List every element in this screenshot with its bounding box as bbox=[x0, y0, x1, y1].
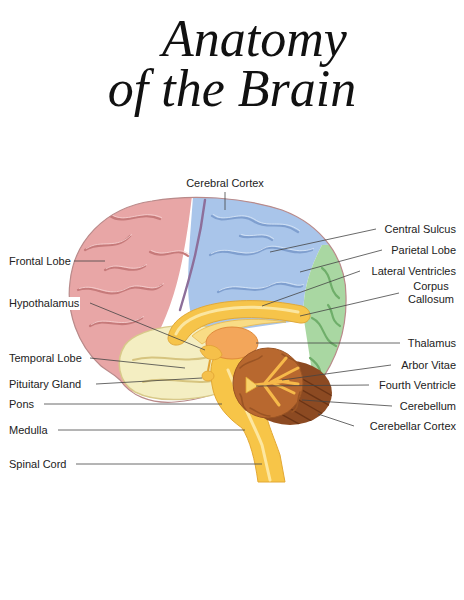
leader-line bbox=[262, 271, 360, 306]
part-label: Cerebellum bbox=[399, 400, 457, 413]
leader-line bbox=[44, 404, 222, 405]
pituitary-stalk bbox=[208, 360, 210, 371]
part-label: Arbor Vitae bbox=[400, 359, 457, 372]
part-label: Spinal Cord bbox=[8, 458, 67, 471]
parietal-gyri bbox=[210, 216, 312, 292]
leader-line bbox=[282, 365, 391, 380]
part-label: Cerebral Cortex bbox=[185, 177, 265, 190]
leader-line bbox=[74, 261, 105, 262]
fourth-ventricle-shape bbox=[246, 377, 258, 393]
part-label: Fourth Ventricle bbox=[378, 379, 457, 392]
cerebrum bbox=[0, 0, 460, 420]
arbor-vitae-branches bbox=[255, 358, 298, 405]
occipital-gyri bbox=[310, 268, 340, 382]
part-label: Hypothalamus bbox=[8, 297, 80, 310]
parietal-gyri-highlight bbox=[212, 215, 314, 291]
part-label: Parietal Lobe bbox=[390, 244, 457, 257]
part-label: Pituitary Gland bbox=[8, 378, 82, 391]
pituitary-shape bbox=[202, 371, 214, 381]
part-label: Cerebellar Cortex bbox=[369, 420, 457, 433]
leader-line bbox=[96, 378, 202, 384]
frontal-gyri bbox=[78, 216, 188, 326]
leader-line bbox=[58, 430, 245, 431]
part-label: Frontal Lobe bbox=[8, 255, 72, 268]
leader-line bbox=[90, 358, 185, 368]
part-label: Thalamus bbox=[407, 337, 457, 350]
cerebellum-shape bbox=[233, 348, 303, 418]
leader-line bbox=[318, 414, 354, 426]
cerebellum-folia bbox=[240, 354, 300, 416]
leader-line bbox=[90, 303, 205, 350]
hypothalamus-shape bbox=[200, 345, 222, 359]
leader-line bbox=[302, 400, 392, 406]
part-label: Corpus Callosum bbox=[401, 280, 461, 306]
part-label: Lateral Ventricles bbox=[371, 265, 457, 278]
part-label: Central Sulcus bbox=[383, 223, 457, 236]
central-sulcus-line bbox=[180, 200, 205, 310]
leader-line bbox=[225, 192, 226, 210]
leader-line bbox=[256, 385, 369, 386]
part-label: Temporal Lobe bbox=[8, 352, 83, 365]
leader-line bbox=[300, 293, 399, 316]
title: Anatomy of the Brain bbox=[104, 14, 360, 114]
leader-line bbox=[256, 343, 400, 344]
frontal-gyri-highlight bbox=[80, 215, 190, 325]
leader-line bbox=[270, 229, 376, 252]
part-label: Medulla bbox=[8, 424, 49, 437]
leader-lines bbox=[44, 192, 400, 464]
leader-line bbox=[76, 464, 262, 465]
part-label: Pons bbox=[8, 398, 35, 411]
